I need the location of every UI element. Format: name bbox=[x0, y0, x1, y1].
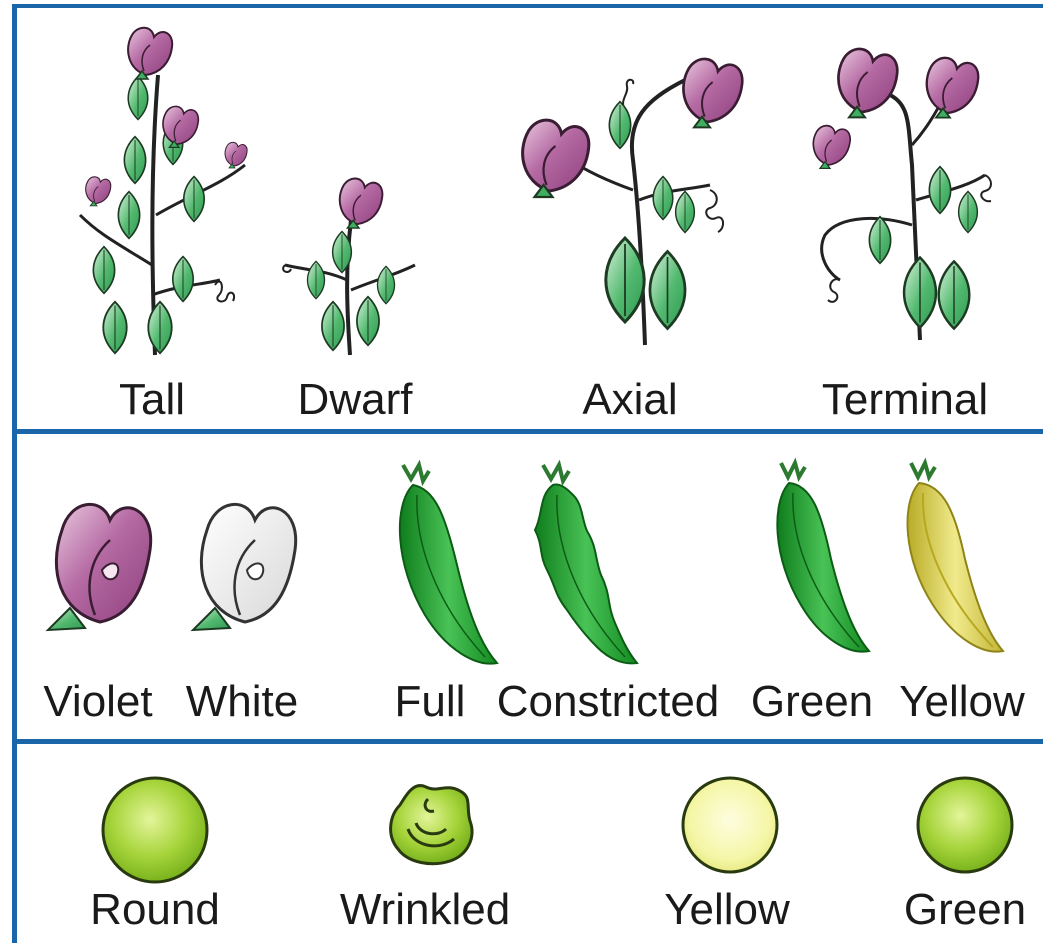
dwarf-plant-illustration bbox=[275, 170, 425, 360]
green-pod-illustration bbox=[765, 455, 875, 660]
label-dwarf: Dwarf bbox=[298, 378, 413, 422]
wrinkled-seed-illustration bbox=[380, 775, 480, 875]
axial-flower-plant-illustration bbox=[505, 40, 750, 350]
row-divider-1 bbox=[12, 429, 1043, 434]
full-pod-illustration bbox=[385, 455, 505, 670]
label-yellow-seed: Yellow bbox=[664, 888, 790, 932]
white-flower-illustration bbox=[185, 490, 305, 635]
label-tall: Tall bbox=[119, 378, 185, 422]
label-green-pod: Green bbox=[751, 680, 873, 724]
label-round: Round bbox=[90, 888, 220, 932]
label-constricted: Constricted bbox=[497, 680, 720, 724]
label-green-seed: Green bbox=[904, 888, 1026, 932]
row-divider-2 bbox=[12, 739, 1043, 744]
label-yellow-pod: Yellow bbox=[899, 680, 1025, 724]
label-violet: Violet bbox=[43, 680, 152, 724]
violet-flower-illustration bbox=[40, 490, 160, 635]
label-full: Full bbox=[395, 680, 466, 724]
constricted-pod-illustration bbox=[525, 455, 645, 670]
round-seed-illustration bbox=[100, 775, 210, 885]
tall-plant-illustration bbox=[40, 15, 270, 360]
label-terminal: Terminal bbox=[822, 378, 988, 422]
yellow-seed-illustration bbox=[680, 775, 780, 875]
label-axial: Axial bbox=[582, 378, 677, 422]
label-white: White bbox=[186, 680, 298, 724]
frame-top-border bbox=[12, 4, 1043, 8]
yellow-pod-illustration bbox=[895, 455, 1010, 660]
label-wrinkled: Wrinkled bbox=[340, 888, 510, 932]
terminal-flower-plant-illustration bbox=[800, 35, 1015, 345]
frame-left-border bbox=[12, 4, 17, 943]
green-seed-illustration bbox=[915, 775, 1015, 875]
